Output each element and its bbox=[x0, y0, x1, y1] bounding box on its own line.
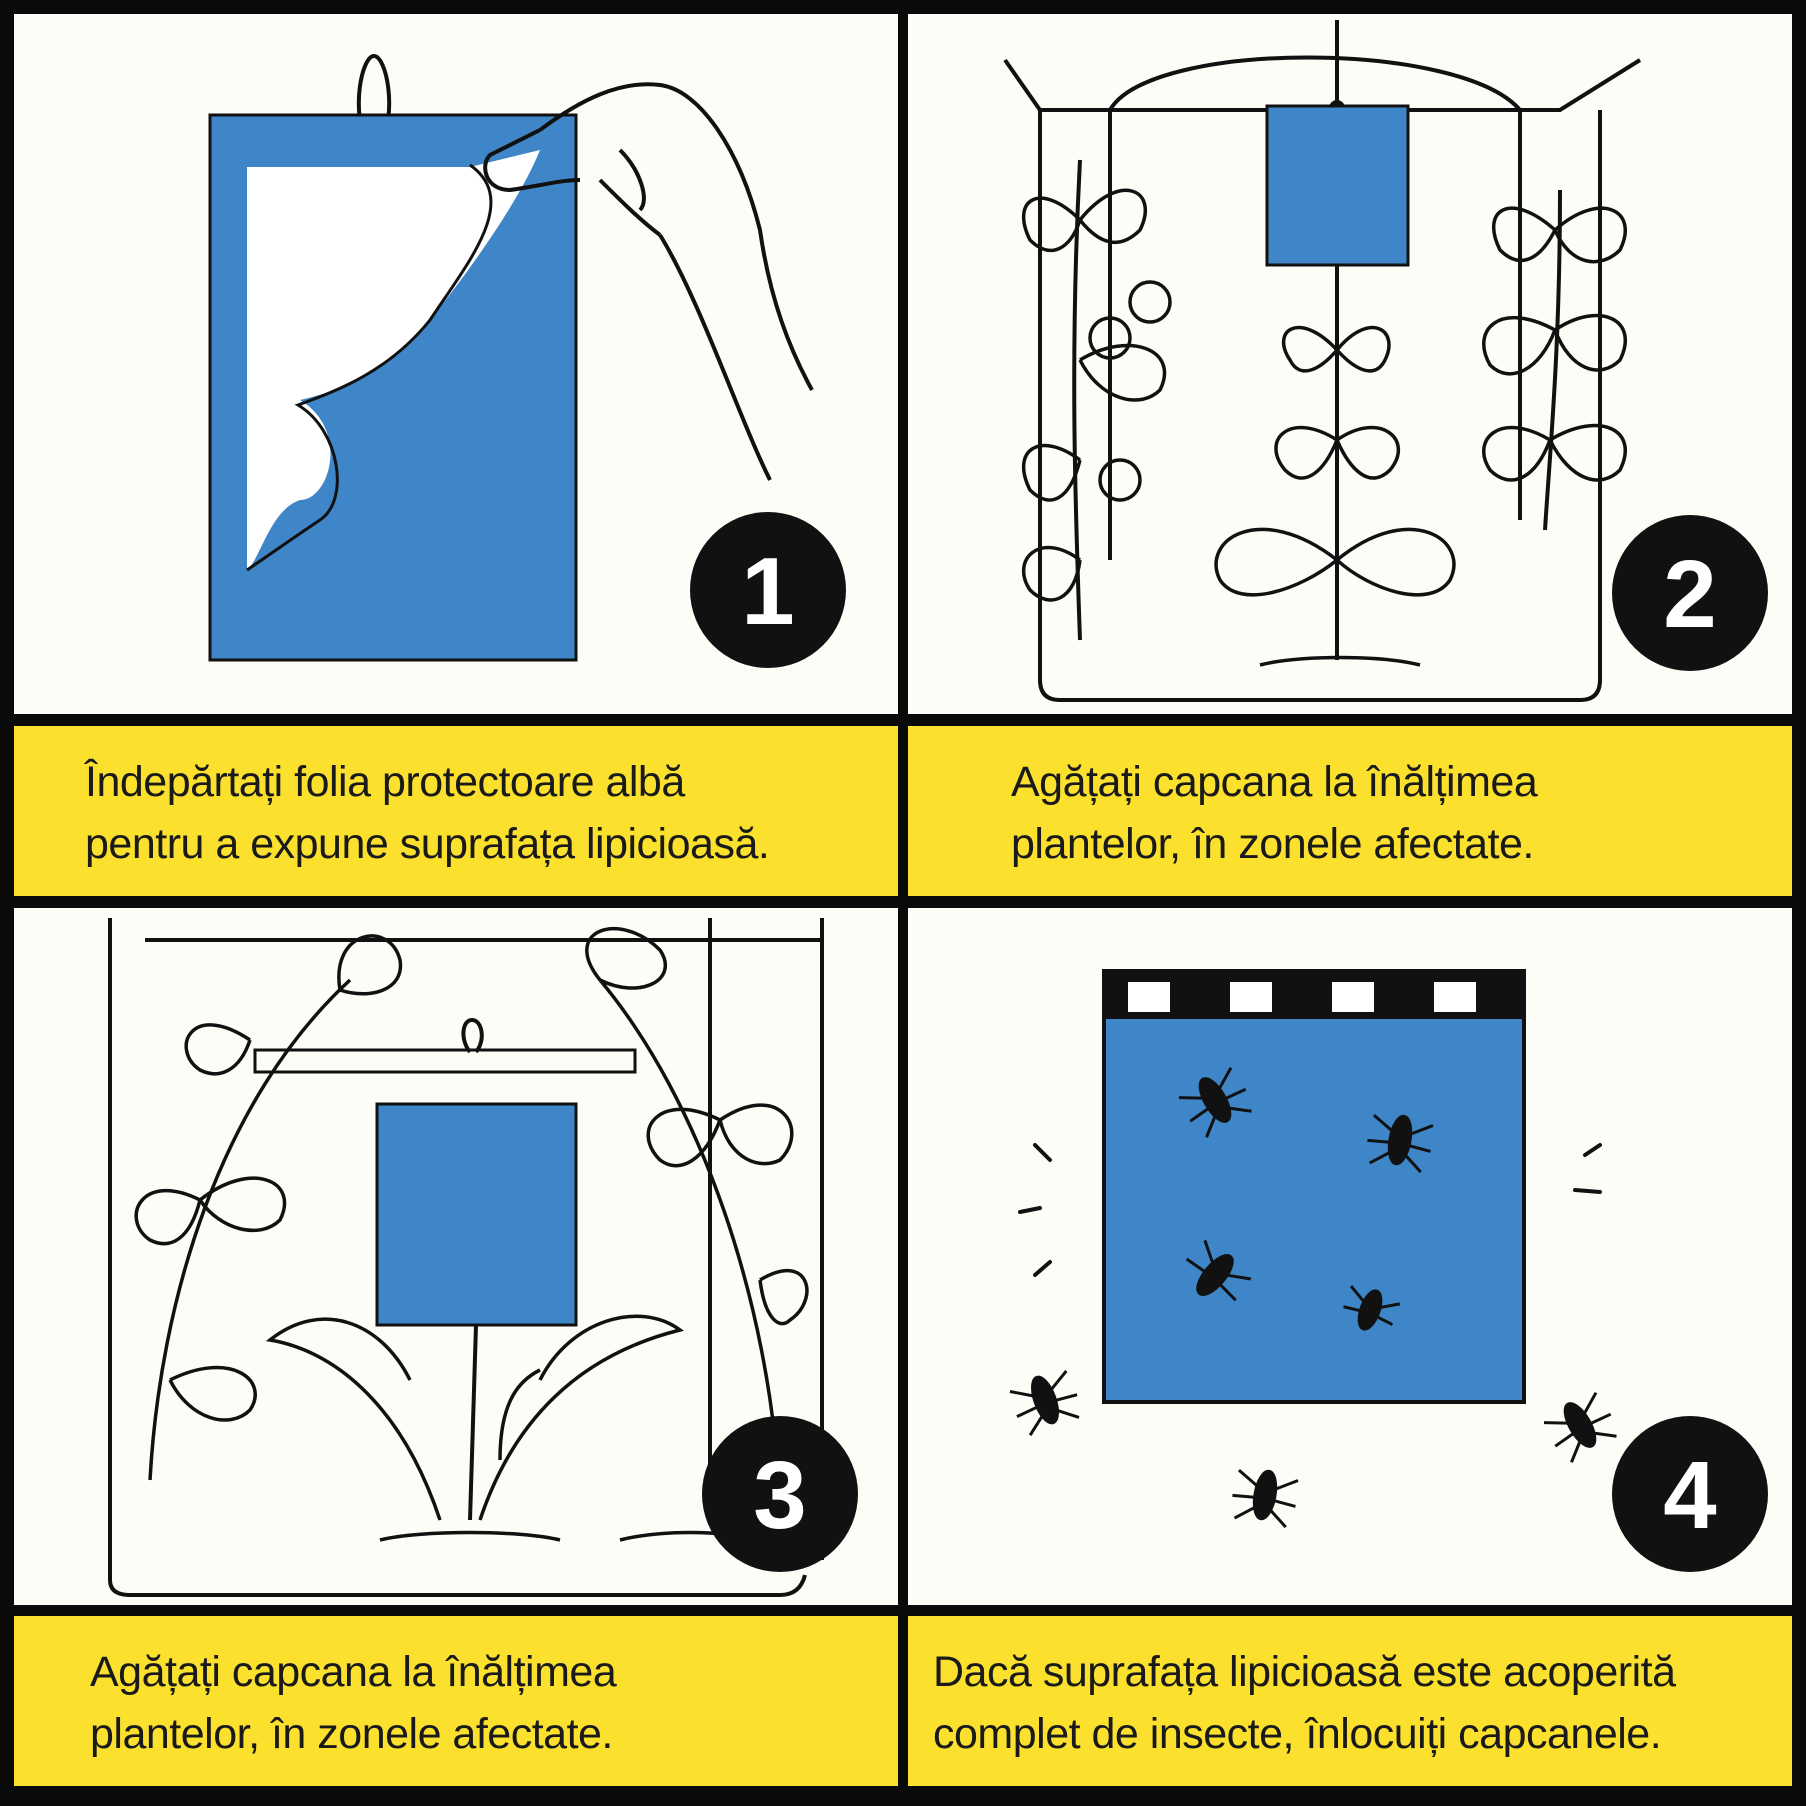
insect-icon bbox=[1232, 1468, 1299, 1529]
step-1-number: 1 bbox=[741, 538, 794, 645]
insect-icon bbox=[1178, 1066, 1252, 1138]
hanging-trap-plants-illustration bbox=[108, 918, 824, 1597]
step-1-caption: Îndepărtați folia protectoare albă pentr… bbox=[14, 726, 898, 896]
insect-icon bbox=[1185, 1239, 1252, 1302]
caption-line: Îndepărtați folia protectoare albă bbox=[85, 758, 685, 806]
step-2-caption: Agățați capcana la înălțimea plantelor, … bbox=[908, 726, 1792, 896]
step-1-badge bbox=[690, 512, 846, 668]
motion-lines bbox=[1018, 1143, 1602, 1277]
full-trap-insects-illustration bbox=[1009, 969, 1617, 1529]
step-4-number: 4 bbox=[1663, 1442, 1716, 1549]
step-4-caption: Dacă suprafața lipicioasă este acoperită… bbox=[908, 1616, 1792, 1786]
insect-icon bbox=[1543, 1391, 1617, 1463]
caption-line: plantelor, în zonele afectate. bbox=[90, 1710, 613, 1758]
caption-line: Agățați capcana la înălțimea bbox=[90, 1648, 617, 1696]
insect-icon bbox=[1009, 1370, 1080, 1437]
insect-icon bbox=[1343, 1285, 1401, 1331]
greenhouse-illustration bbox=[1003, 20, 1642, 702]
caption-line: complet de insecte, înlocuiți capcanele. bbox=[933, 1710, 1662, 1758]
caption-line: pentru a expune suprafața lipicioasă. bbox=[85, 820, 770, 868]
peel-trap-illustration bbox=[208, 53, 814, 662]
caption-line: plantelor, în zonele afectate. bbox=[1011, 820, 1534, 868]
step-2-number: 2 bbox=[1663, 541, 1716, 648]
step-2-badge bbox=[1612, 515, 1768, 671]
caption-line: Dacă suprafața lipicioasă este acoperită bbox=[933, 1648, 1676, 1696]
caption-line: Agățați capcana la înălțimea bbox=[1011, 758, 1538, 806]
step-3-badge bbox=[702, 1416, 858, 1572]
insect-icon bbox=[1367, 1113, 1434, 1174]
step-3-number: 3 bbox=[753, 1442, 806, 1549]
step-3-caption: Agățați capcana la înălțimea plantelor, … bbox=[14, 1616, 898, 1786]
step-4-badge bbox=[1612, 1416, 1768, 1572]
